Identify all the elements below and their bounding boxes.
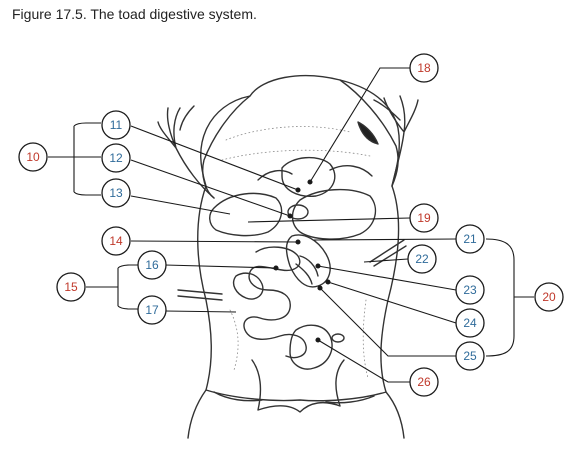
bracket-15 bbox=[86, 264, 139, 310]
right-shoulder-tissue bbox=[357, 121, 379, 145]
small-intestine bbox=[243, 246, 307, 359]
liver-left-lobe bbox=[209, 192, 283, 237]
callout-label: 23 bbox=[463, 283, 477, 297]
callout-15: 15 bbox=[56, 272, 86, 302]
callout-label: 25 bbox=[463, 349, 477, 363]
leader-25 bbox=[319, 287, 456, 357]
leader-11 bbox=[130, 125, 299, 191]
callout-label: 11 bbox=[110, 118, 123, 132]
right-hindlimb bbox=[325, 391, 405, 439]
leader-24 bbox=[327, 281, 457, 324]
leader-16 bbox=[164, 264, 277, 269]
callout-19: 19 bbox=[409, 203, 439, 233]
callout-21: 21 bbox=[455, 224, 485, 254]
callout-22: 22 bbox=[407, 244, 437, 274]
callout-25: 25 bbox=[455, 341, 485, 371]
callout-label: 19 bbox=[417, 211, 431, 225]
leader-23 bbox=[317, 265, 457, 291]
pointer-dot bbox=[273, 265, 279, 271]
left-forelimb bbox=[157, 105, 215, 199]
leader-lines bbox=[48, 67, 534, 383]
pointer-dot bbox=[295, 187, 301, 193]
figure-caption: Figure 17.5. The toad digestive system. bbox=[12, 6, 257, 22]
body-outline bbox=[197, 74, 401, 402]
leader-19 bbox=[247, 217, 411, 223]
callout-label: 12 bbox=[109, 151, 123, 165]
callout-14: 14 bbox=[101, 226, 131, 256]
bracket-20 bbox=[485, 238, 534, 357]
callout-label: 17 bbox=[145, 303, 159, 317]
callout-24: 24 bbox=[455, 308, 485, 338]
callout-11: 11 bbox=[101, 110, 131, 140]
callout-17: 17 bbox=[137, 295, 167, 325]
leader-26 bbox=[317, 339, 410, 383]
skin-flap-left bbox=[202, 95, 251, 199]
texture-hint bbox=[221, 126, 371, 379]
callout-label: 22 bbox=[415, 252, 429, 266]
callout-label: 20 bbox=[542, 290, 556, 304]
right-probe bbox=[369, 239, 407, 267]
leader-21 bbox=[313, 238, 457, 241]
right-forelimb bbox=[373, 95, 419, 187]
callouts: 10 11 12 13 14 15 16 17 18 19 20 21 22 2… bbox=[18, 53, 564, 397]
bladder bbox=[331, 333, 345, 343]
large-intestine bbox=[289, 324, 333, 370]
leader-12 bbox=[130, 159, 291, 217]
callout-26: 26 bbox=[409, 367, 439, 397]
callout-label: 14 bbox=[109, 234, 123, 248]
callout-label: 16 bbox=[145, 258, 159, 272]
callout-label: 21 bbox=[463, 232, 477, 246]
callout-label: 13 bbox=[109, 186, 123, 200]
lung-edge bbox=[257, 165, 373, 181]
bracket-10 bbox=[48, 122, 101, 196]
pointer-dot bbox=[295, 239, 301, 245]
callout-label: 26 bbox=[417, 375, 431, 389]
callout-12: 12 bbox=[101, 143, 131, 173]
pointer-dot bbox=[307, 179, 313, 185]
pointer-dot bbox=[287, 213, 293, 219]
callout-18: 18 bbox=[409, 53, 439, 83]
heart bbox=[281, 157, 336, 197]
callout-23: 23 bbox=[455, 275, 485, 305]
callout-10: 10 bbox=[18, 142, 48, 172]
gallbladder bbox=[287, 204, 309, 220]
intestine-loop-2 bbox=[232, 272, 264, 300]
left-probe bbox=[177, 289, 223, 301]
leader-22 bbox=[363, 258, 409, 263]
callout-label: 10 bbox=[26, 150, 40, 164]
stomach bbox=[285, 234, 331, 288]
callout-13: 13 bbox=[101, 178, 131, 208]
pointer-dot bbox=[315, 337, 321, 343]
leader-14 bbox=[130, 240, 299, 243]
callout-label: 15 bbox=[64, 280, 78, 294]
callout-label: 18 bbox=[417, 61, 431, 75]
leader-17 bbox=[164, 310, 237, 313]
liver-right-lobe bbox=[291, 188, 377, 240]
toad-illustration bbox=[157, 74, 419, 439]
pointer-dot bbox=[325, 279, 331, 285]
pointer-dot bbox=[315, 263, 321, 269]
leader-18 bbox=[309, 67, 410, 183]
lower-flaps bbox=[251, 359, 345, 413]
left-hindlimb bbox=[187, 389, 263, 439]
leader-13 bbox=[130, 195, 231, 215]
skin-flap-right bbox=[339, 79, 399, 187]
callout-16: 16 bbox=[137, 250, 167, 280]
callout-20: 20 bbox=[534, 282, 564, 312]
callout-label: 24 bbox=[463, 316, 477, 330]
pointer-dot bbox=[317, 285, 323, 291]
